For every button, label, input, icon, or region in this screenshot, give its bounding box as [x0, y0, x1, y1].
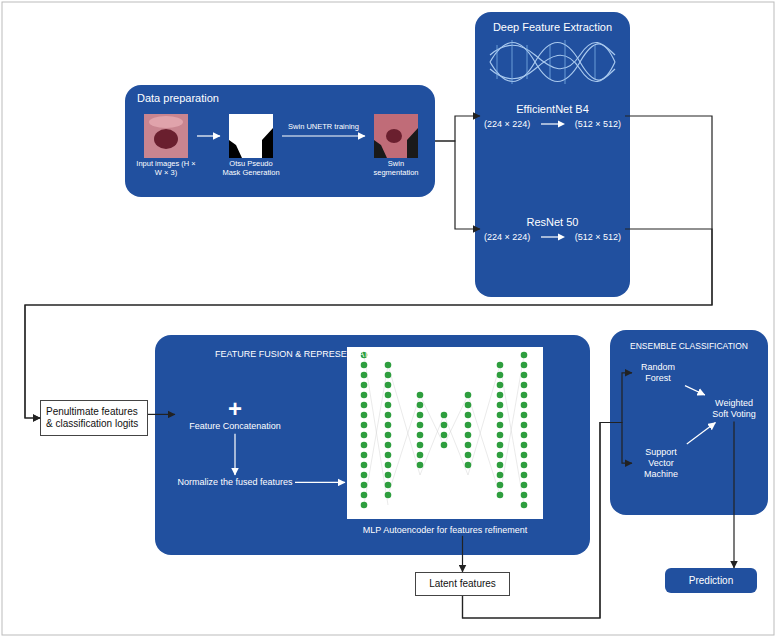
cnn-backbone: EfficientNet B4(224 × 224) (512 × 512): [480, 97, 625, 135]
node-label: Deep Feature Extraction: [475, 12, 630, 42]
dim-arrow: [541, 121, 565, 241]
cnn-backbone: ResNet 50(224 × 224) (512 × 512): [480, 210, 625, 248]
mask-image: [229, 114, 273, 158]
image-step: Otsu Pseudo Mask Generation: [220, 113, 282, 177]
note-box: Latent features: [415, 572, 510, 596]
dimension-row: (224 × 224) (512 × 512): [480, 117, 625, 131]
network-graphic: [490, 40, 615, 84]
node-label: Random Forest: [634, 362, 682, 384]
image-step: Swin segmentation: [365, 113, 427, 177]
output-box: Prediction: [665, 568, 757, 593]
autoencoder-graphic: [347, 347, 543, 519]
node-label: ResNet 50: [480, 214, 625, 230]
stage-panel: Data preparationInput images (H × W × 3)…: [125, 85, 435, 197]
node-label: (224 × 224): [484, 117, 530, 131]
connector-arrow: [197, 135, 220, 136]
connector-arrow: [295, 482, 345, 483]
process-step: Normalize the fused features: [175, 475, 295, 490]
connector-arrow: [733, 422, 734, 568]
process-step: +Feature Concatenation: [175, 395, 295, 434]
node-label: Latent features: [421, 578, 504, 590]
autoencoder-block: MLP Autoencoder for features refinement: [345, 345, 545, 536]
classifier-step: Weighted Soft Voting: [705, 396, 763, 422]
node-label: (512 × 512): [575, 117, 621, 131]
connector-arrow: [463, 423, 633, 619]
connector-arrow: [687, 423, 716, 444]
node-label: Prediction: [669, 575, 753, 586]
connector-arrow: [462, 536, 463, 572]
node-label: Penultimate features & classification lo…: [46, 406, 142, 430]
connector-arrow: [25, 116, 712, 418]
connector-arrow: [25, 229, 712, 418]
input-image: [144, 114, 188, 158]
stage-panel: FEATURE FUSION & REPRESENTATION +Feature …: [155, 335, 590, 555]
node-label: Otsu Pseudo Mask Generation: [220, 160, 282, 177]
connector-arrow: [685, 386, 705, 395]
node-label: Swin segmentation: [365, 160, 427, 177]
note-box: Penultimate features & classification lo…: [40, 400, 148, 436]
connector-arrow: [148, 414, 175, 415]
node-label: FEATURE FUSION & REPRESENTATION: [155, 335, 590, 361]
segmentation-image: [374, 114, 418, 158]
classifier-step: Support Vector Machine: [632, 445, 690, 481]
node-label: +: [177, 397, 293, 421]
connector-arrow: [435, 141, 480, 229]
classifier-step: Random Forest: [632, 360, 684, 386]
node-label: (512 × 512): [575, 230, 621, 244]
node-label: MLP Autoencoder for features refinement: [345, 525, 545, 536]
connector-arrow: [282, 135, 365, 136]
node-label: Input images (H × W × 3): [135, 160, 197, 177]
edge-label: Swin UNETR training: [284, 123, 364, 132]
node-label: Support Vector Machine: [634, 447, 688, 479]
node-label: ENSEMBLE CLASSIFICATION: [610, 330, 768, 362]
node-label: Data preparation: [125, 85, 435, 111]
connector-arrow: [435, 116, 480, 141]
node-label: Weighted Soft Voting: [707, 398, 761, 420]
node-label: Normalize the fused features: [177, 477, 293, 488]
connector-arrow: [234, 434, 235, 475]
dimension-row: (224 × 224) (512 × 512): [480, 230, 625, 244]
image-step: Input images (H × W × 3): [135, 113, 197, 177]
node-label: Feature Concatenation: [177, 421, 293, 432]
node-label: (224 × 224): [484, 230, 530, 244]
node-label: EfficientNet B4: [480, 101, 625, 117]
connector-arrow: [463, 373, 633, 618]
stage-panel: ENSEMBLE CLASSIFICATIONRandom ForestWeig…: [610, 330, 768, 515]
stage-panel: Deep Feature ExtractionEfficientNet B4(2…: [475, 12, 630, 297]
